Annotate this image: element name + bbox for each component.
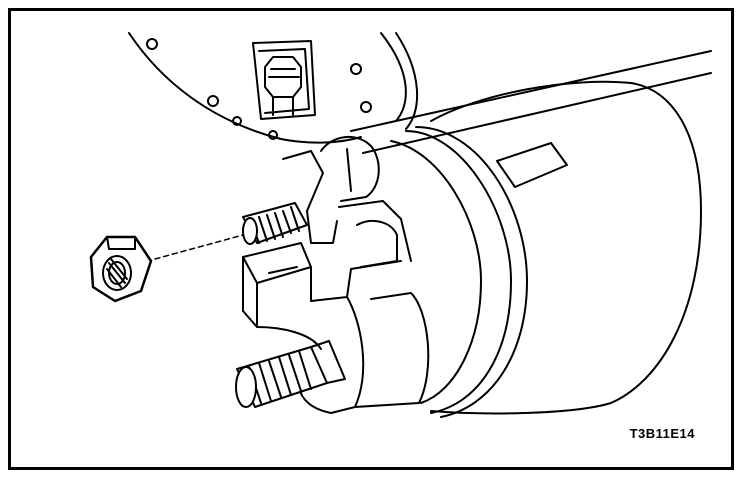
lower-terminal-stud xyxy=(235,340,346,408)
figure-code: T3B11E14 xyxy=(629,426,695,441)
starter-label-plate xyxy=(496,142,568,188)
housing-bolt-hole xyxy=(360,101,372,113)
upper-terminal-stud xyxy=(242,202,308,245)
housing-bolt-hole xyxy=(232,116,242,126)
hex-nut xyxy=(89,235,153,303)
figure-frame: T3B11E14 xyxy=(8,8,734,470)
starter-motor-body xyxy=(350,50,712,418)
housing-bolt-hole xyxy=(207,95,219,107)
mounting-bolt xyxy=(252,40,316,120)
housing-bolt-hole xyxy=(268,130,278,140)
starter-solenoid-illustration xyxy=(89,32,712,418)
solenoid-terminal-block xyxy=(242,135,430,414)
housing-bolt-hole xyxy=(146,38,158,50)
flywheel-housing xyxy=(128,32,419,144)
assembly-direction-line xyxy=(154,234,244,260)
housing-bolt-hole xyxy=(350,63,362,75)
